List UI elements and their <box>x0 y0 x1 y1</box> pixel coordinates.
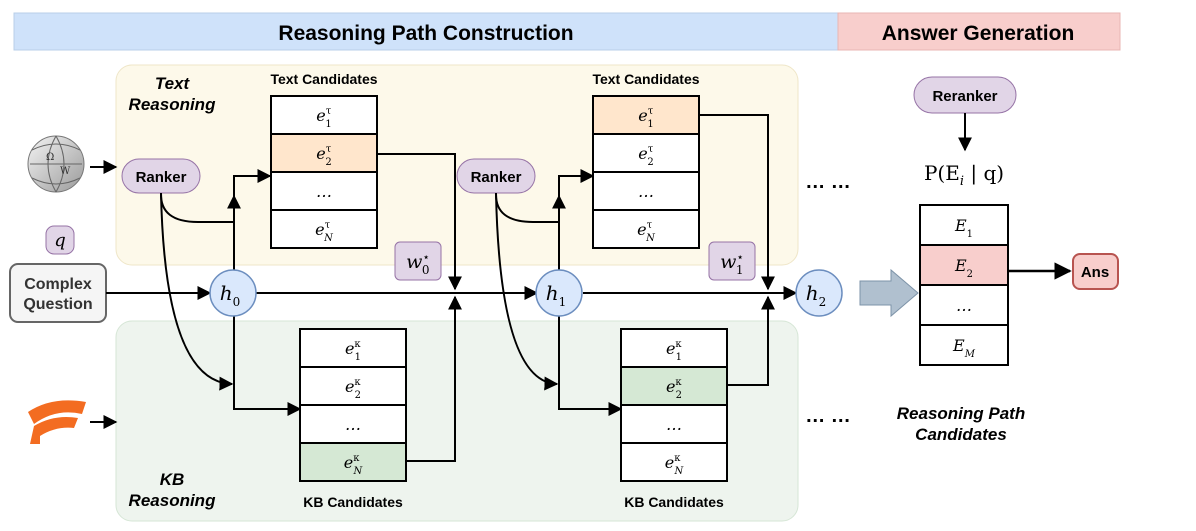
query-box <box>45 225 75 255</box>
text-candidate-cell <box>270 95 378 135</box>
kb-candidate-cell <box>620 442 728 482</box>
kb-candidates-title-2: KB Candidates <box>624 494 724 510</box>
text-candidate-cell <box>270 209 378 249</box>
text-ellipsis: … … <box>805 171 851 193</box>
answer-box: Ans <box>1072 253 1119 290</box>
header-left-bar <box>13 12 839 51</box>
path-candidate-cell-label: E2 <box>954 256 973 280</box>
svg-text:Ranker: Ranker <box>471 169 522 186</box>
text1-selected-arrow <box>377 153 462 291</box>
header-right-bar <box>837 12 1121 51</box>
text-candidate-cell <box>270 171 378 211</box>
hidden-state-label: h2 <box>806 281 827 309</box>
h0-down <box>233 314 302 416</box>
text-candidate-cell <box>592 171 700 211</box>
text2-selected-arrow <box>699 114 775 291</box>
ranker2-to-kb <box>495 192 559 391</box>
h1-down <box>558 314 623 416</box>
hidden-state-nodes: h0 h1 h2 <box>209 269 843 317</box>
kb-candidate-cell <box>299 442 407 482</box>
hidden-state-node <box>535 269 583 317</box>
text-reasoning-label-2: Reasoning <box>129 95 217 114</box>
text-candidates-title-2: Text Candidates <box>592 71 699 87</box>
svg-text:Ans: Ans <box>1081 264 1109 281</box>
kb-candidate-cell <box>620 366 728 406</box>
header-left-title: Reasoning Path Construction <box>278 22 573 45</box>
text-candidate-cell <box>592 209 700 249</box>
wikipedia-globe-icon: Ω W <box>27 135 85 193</box>
text-candidates-title-1: Text Candidates <box>270 71 377 87</box>
path-candidate-cell-label: E1 <box>954 216 973 240</box>
ranker1-to-kb <box>160 192 234 391</box>
kb-candidate-cell <box>299 404 407 444</box>
query-symbol: q <box>54 230 66 251</box>
kb-candidates-title-1: KB Candidates <box>303 494 403 510</box>
weight-boxes: w⋆0 w⋆1 <box>394 241 756 281</box>
path-candidate-cell <box>919 324 1009 366</box>
kb-reasoning-label-1: KB <box>160 470 185 489</box>
kb1-selected-arrow <box>406 295 462 462</box>
weight-label: w⋆0 <box>406 250 430 277</box>
reranker: Reranker <box>913 76 1017 114</box>
weight-box <box>394 241 442 281</box>
path-candidates-label-1: Reasoning Path <box>897 404 1025 423</box>
h0-up <box>233 169 272 272</box>
path-candidate-cell-label: … <box>956 296 972 315</box>
kb-candidate-cell <box>299 366 407 406</box>
kb-candidate-cell-label: … <box>345 415 361 434</box>
hidden-state-label: h1 <box>546 281 567 309</box>
h1-up <box>558 169 595 272</box>
weight-label: w⋆1 <box>720 250 744 277</box>
kb-ellipsis: … … <box>805 405 851 427</box>
header-right-title: Answer Generation <box>882 22 1075 45</box>
svg-text:W: W <box>60 166 71 177</box>
hidden-state-node <box>209 269 257 317</box>
svg-text:Reranker: Reranker <box>932 88 997 105</box>
text-candidate-cell <box>592 133 700 173</box>
hidden-state-label: h0 <box>220 281 241 309</box>
weight-box <box>708 241 756 281</box>
text-candidate-cell-label: … <box>638 182 654 201</box>
kb-reasoning-label-2: Reasoning <box>129 491 217 510</box>
kb2-selected-arrow <box>727 295 775 386</box>
kb-candidate-cell-label: … <box>666 415 682 434</box>
hidden-state-node <box>795 269 843 317</box>
text-candidate-cell-label: … <box>316 182 332 201</box>
complex-question-line1: Complex <box>24 276 92 293</box>
path-candidate-cell <box>919 204 1009 246</box>
ranker-1: Ranker <box>121 158 201 194</box>
path-probability: P(Ei | q) <box>924 161 1004 189</box>
text-candidate-cell <box>270 133 378 173</box>
ranker-2: Ranker <box>456 158 536 194</box>
complex-question-line2: Question <box>23 296 92 313</box>
freebase-logo-icon <box>28 400 86 444</box>
complex-question-box <box>9 263 107 323</box>
transition-arrow <box>859 268 919 318</box>
svg-text:Ω: Ω <box>46 152 54 163</box>
path-candidate-cell-label: EM <box>952 336 976 360</box>
svg-text:Ranker: Ranker <box>136 169 187 186</box>
path-candidate-cell <box>919 284 1009 326</box>
text-reasoning-label-1: Text <box>155 74 191 93</box>
path-candidates-label-2: Candidates <box>915 425 1007 444</box>
kb-candidate-cell <box>299 328 407 368</box>
